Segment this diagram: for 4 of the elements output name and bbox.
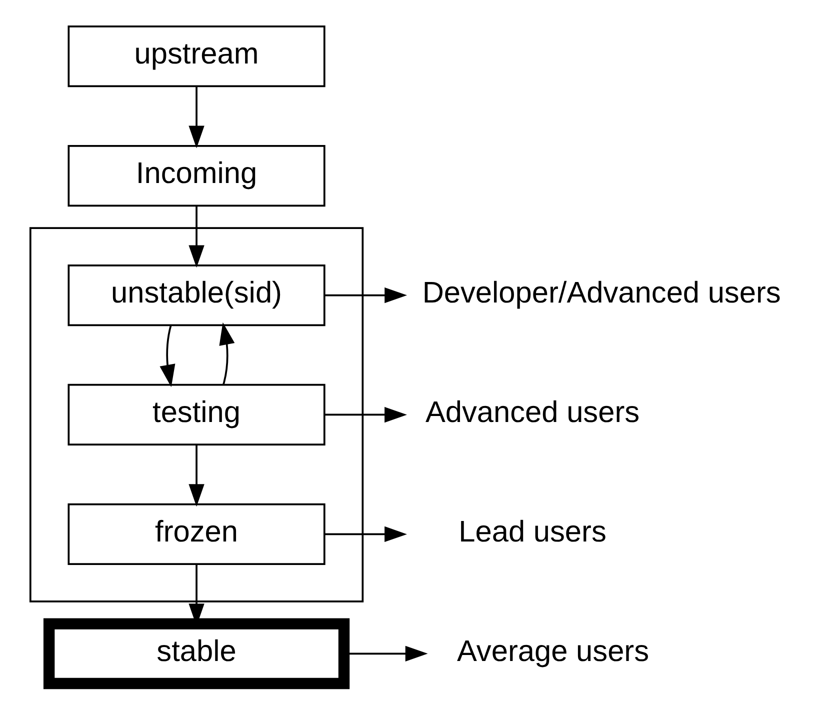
node-text: Lead users: [458, 514, 606, 548]
node-text: Advanced users: [425, 395, 640, 428]
node-text: Developer/Advanced users: [422, 276, 781, 309]
node-text: Average users: [457, 634, 650, 668]
